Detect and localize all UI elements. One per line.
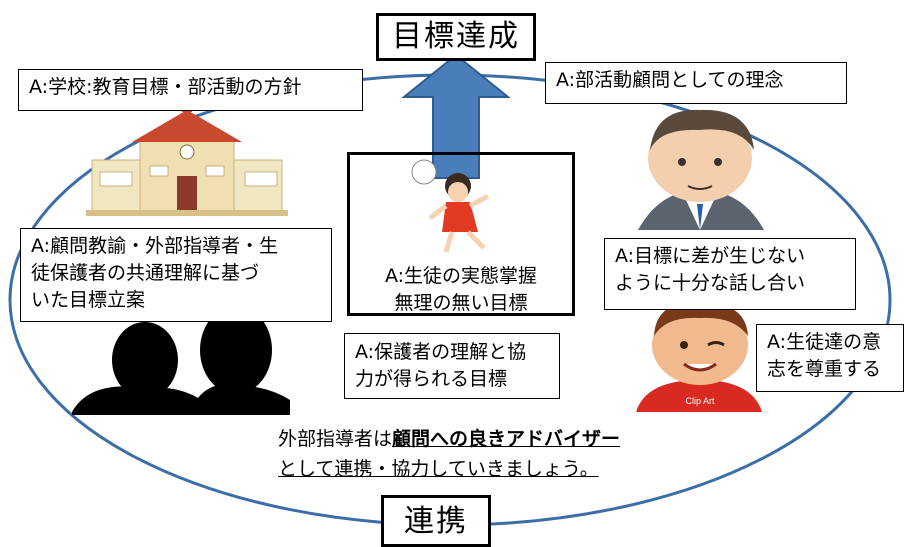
respect-students-line-2: 志を尊重する — [767, 358, 882, 380]
advisor-philosophy-box: A:部活動顧問としての理念 — [545, 62, 847, 104]
common-understanding-box: A:顧問教諭・外部指導者・生 徒保護者の共通理解に基づ いた目標立案 — [20, 228, 332, 322]
goal-achievement-label: 目標達成 — [392, 19, 520, 54]
guardian-cooperation-box: A:保護者の理解と協 力が得られる目標 — [344, 333, 560, 399]
guardians-silhouette-icon — [72, 306, 290, 415]
cooperation-label: 連携 — [404, 504, 468, 539]
goal-achievement-title: 目標達成 — [376, 13, 536, 61]
common-understanding-line-1: A:顧問教諭・外部指導者・生 — [31, 235, 279, 257]
student-reality-box: A:生徒の実態掌握 無理の無い目標 — [347, 152, 575, 316]
advisor-philosophy-text: A:部活動顧問としての理念 — [556, 69, 784, 91]
common-understanding-line-2: 徒保護者の共通理解に基づ — [31, 262, 260, 284]
school-building-icon — [86, 84, 288, 216]
school-policy-text: A:学校:教育目標・部活動の方針 — [29, 76, 302, 98]
common-understanding-line-3: いた目標立案 — [31, 289, 146, 311]
goal-arrow-icon — [401, 53, 511, 179]
discussion-box: A:目標に差が生じない ように十分な話し合い — [604, 238, 856, 310]
student-reality-line-1: A:生徒の実態掌握 — [384, 265, 538, 287]
clip-art-label: Clip Art — [685, 396, 715, 406]
respect-students-line-1: A:生徒達の意 — [767, 331, 882, 353]
student-girl-icon — [411, 159, 490, 253]
external-coach-note: 外部指導者は顧問への良きアドバイザー として連携・協力していきましょう。 — [278, 424, 698, 484]
note-prefix: 外部指導者は — [278, 428, 393, 450]
respect-students-box: A:生徒達の意 志を尊重する — [756, 324, 904, 392]
school-policy-box: A:学校:教育目標・部活動の方針 — [18, 69, 363, 111]
discussion-line-1: A:目標に差が生じない — [615, 245, 806, 267]
discussion-line-2: ように十分な話し合い — [615, 272, 806, 294]
guardian-cooperation-line-2: 力が得られる目標 — [355, 368, 508, 390]
student-reality-line-2: 無理の無い目標 — [394, 292, 528, 314]
guardian-cooperation-line-1: A:保護者の理解と協 — [355, 341, 527, 363]
note-line-1: 外部指導者は顧問への良きアドバイザー — [278, 424, 698, 454]
note-line-2: として連携・協力していきましょう。 — [278, 458, 599, 480]
note-highlight: 顧問への良きアドバイザー — [392, 428, 621, 450]
student-boy-icon — [636, 301, 762, 412]
cooperation-title: 連携 — [381, 495, 491, 547]
advisor-teacher-icon — [638, 109, 764, 230]
